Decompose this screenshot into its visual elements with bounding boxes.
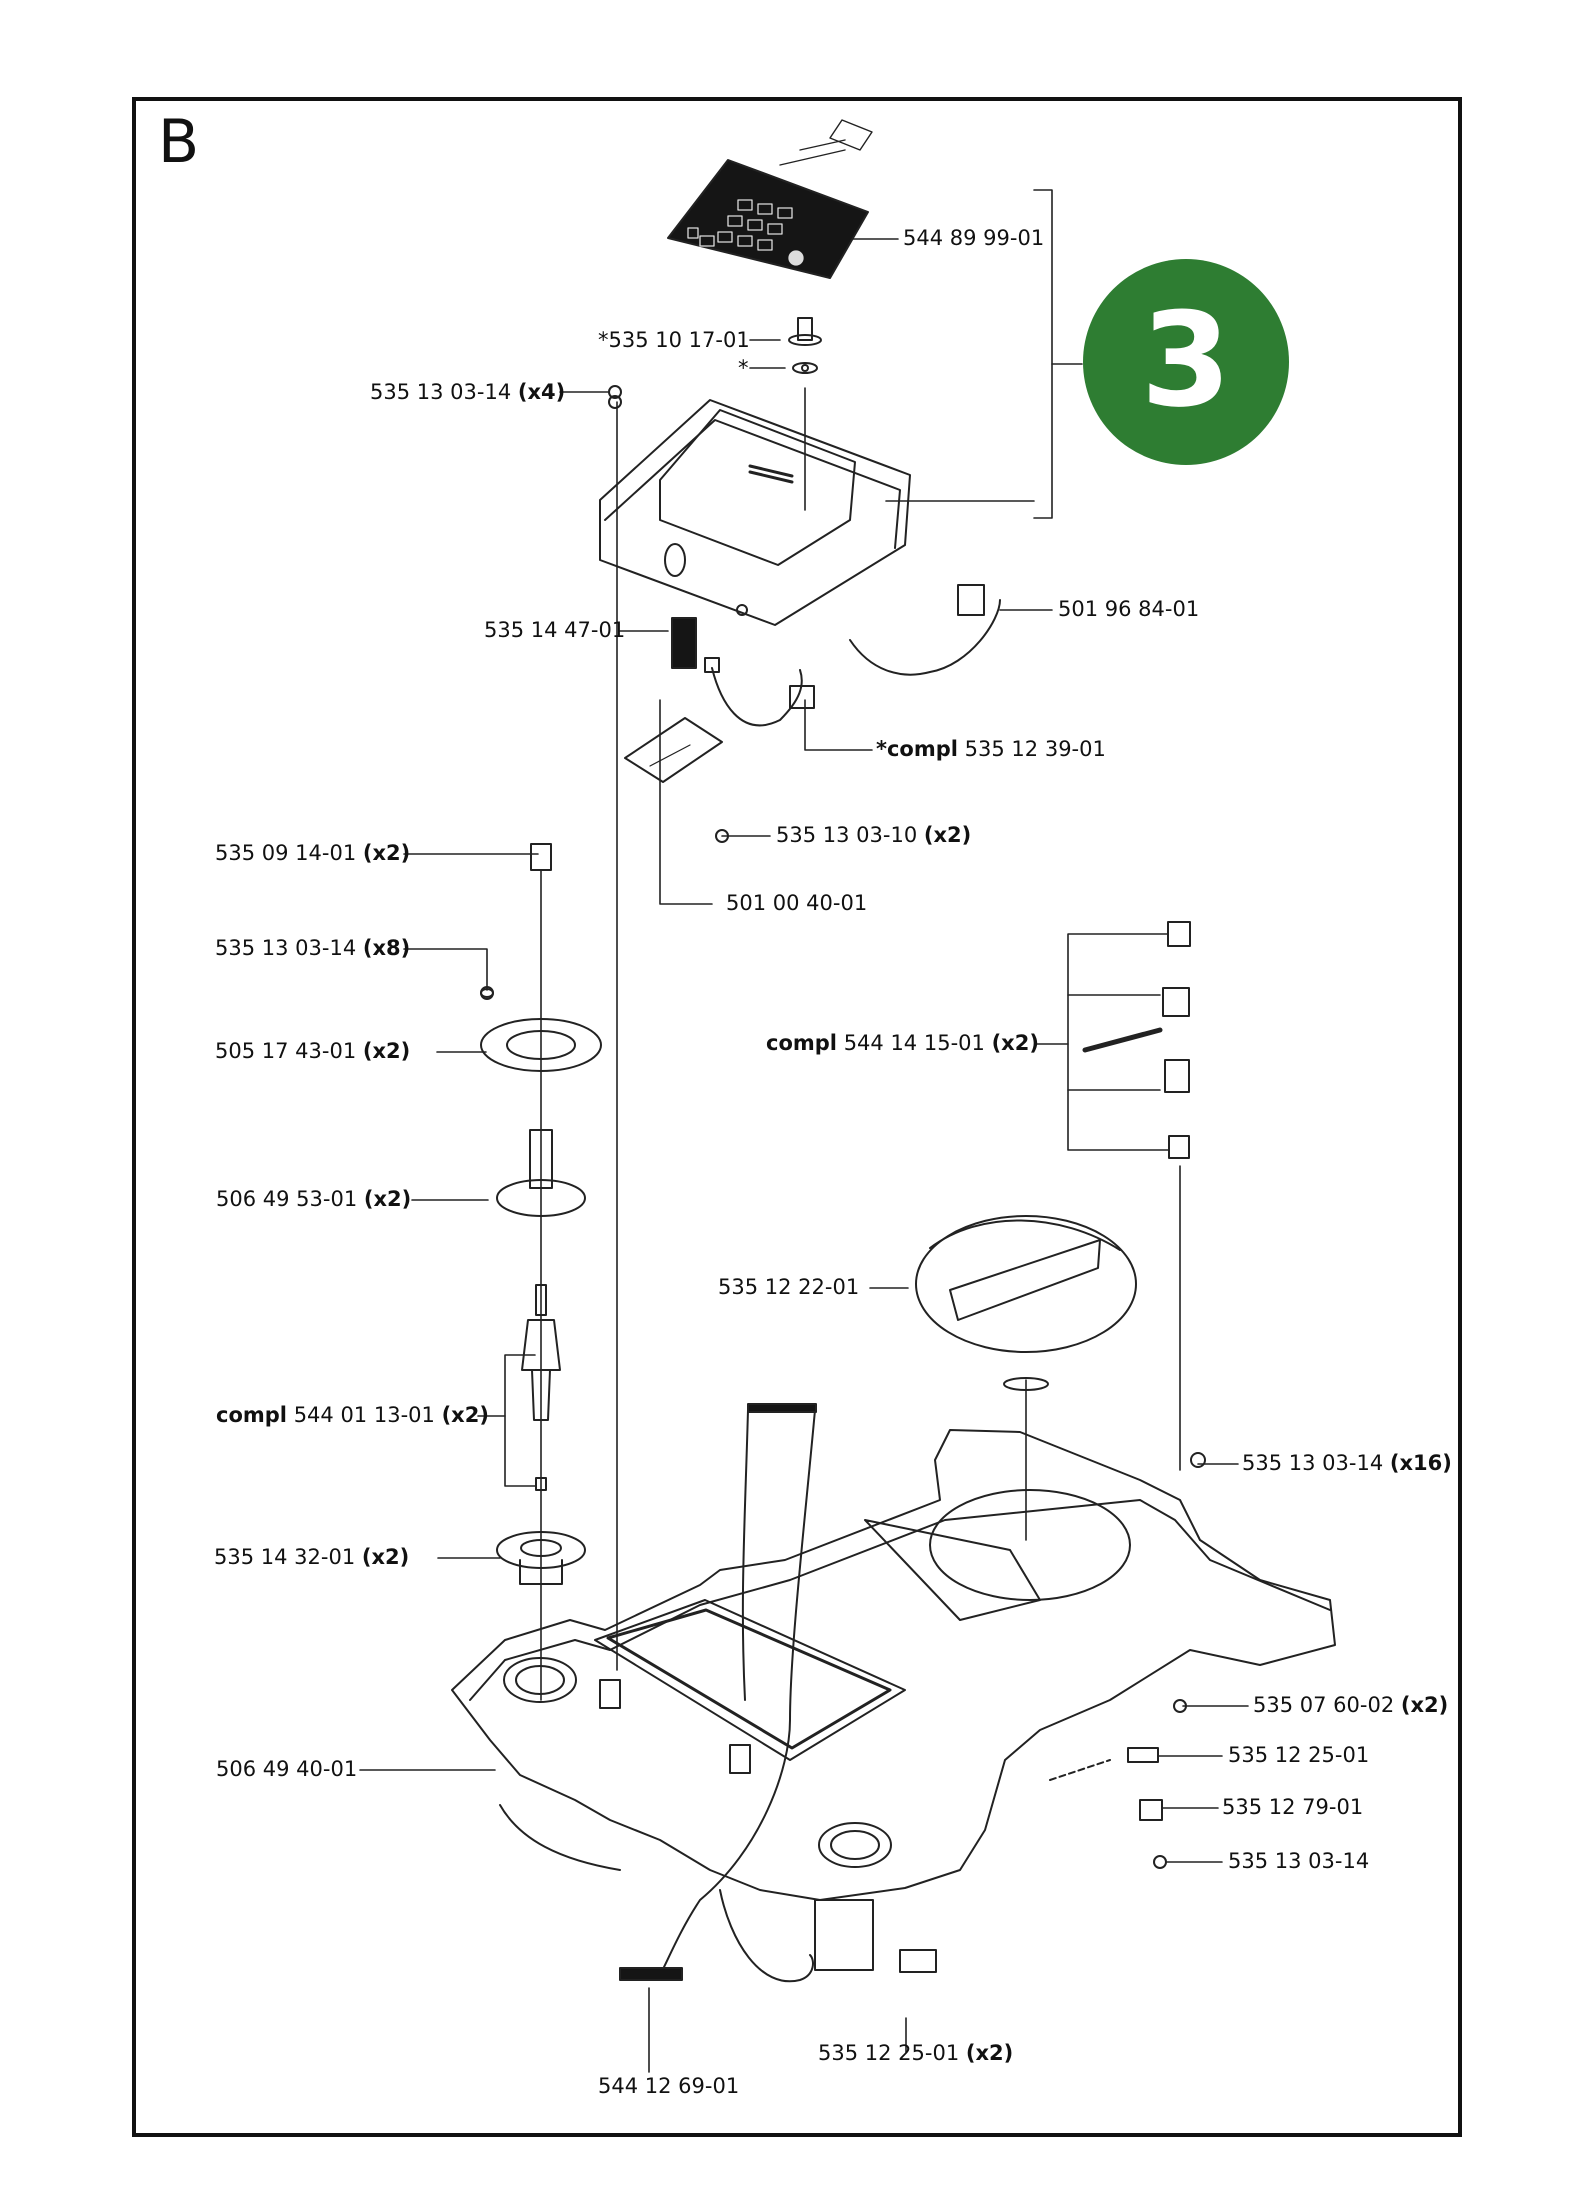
- part-label: *compl 535 12 39-01: [876, 737, 1106, 761]
- part-label: compl 544 14 15-01 (x2): [766, 1031, 1039, 1055]
- keypad-panel: [667, 119, 873, 279]
- part-label: 535 12 25-01: [1228, 1743, 1370, 1767]
- small-clips: [899, 1452, 1206, 1973]
- part-label: 535 14 32-01 (x2): [214, 1545, 410, 1569]
- screws: [480, 385, 729, 1000]
- diagram-frame: [132, 97, 1462, 2137]
- part-label: compl 544 01 13-01 (x2): [216, 1403, 489, 1427]
- part-label: 535 13 03-14: [1228, 1849, 1370, 1873]
- page-number: 3: [1140, 284, 1232, 436]
- part-label: 535 12 25-01 (x2): [818, 2041, 1014, 2065]
- part-label: 535 12 79-01: [1222, 1795, 1364, 1819]
- connector-block: [671, 617, 697, 669]
- section-letter: B: [158, 107, 200, 177]
- circuit-board: [624, 717, 723, 783]
- lift-cover: [915, 1215, 1137, 1391]
- hinge-parts: [1082, 921, 1191, 1159]
- left-stack-parts: [480, 843, 602, 1585]
- part-label: 544 89 99-01: [903, 226, 1045, 250]
- leader-lines: [359, 189, 1249, 2073]
- page-number-badge: 3: [1083, 259, 1289, 465]
- part-label: 535 13 03-14 (x16): [1242, 1451, 1452, 1475]
- part-label: 535 13 03-14 (x4): [370, 380, 566, 404]
- part-label: 535 13 03-14 (x8): [215, 936, 411, 960]
- cable-harness: [704, 584, 1001, 727]
- part-label: *: [738, 356, 749, 380]
- part-label: 506 49 53-01 (x2): [216, 1187, 412, 1211]
- chassis: [451, 1429, 1336, 1983]
- part-label: 535 07 60-02 (x2): [1253, 1693, 1449, 1717]
- top-cover: [599, 395, 911, 626]
- part-label: 506 49 40-01: [216, 1757, 358, 1781]
- part-label: 535 12 22-01: [718, 1275, 860, 1299]
- part-label: 501 96 84-01: [1058, 597, 1200, 621]
- part-label: 501 00 40-01: [726, 891, 868, 915]
- part-label: 535 13 03-10 (x2): [776, 823, 972, 847]
- part-label: 505 17 43-01 (x2): [215, 1039, 411, 1063]
- pin-and-washer: [788, 317, 822, 374]
- part-label: 535 09 14-01 (x2): [215, 841, 411, 865]
- part-label: 535 14 47-01: [484, 618, 626, 642]
- ribbon-cable: [619, 1403, 817, 1981]
- part-label: 544 12 69-01: [598, 2074, 740, 2098]
- part-label: *535 10 17-01: [598, 328, 750, 352]
